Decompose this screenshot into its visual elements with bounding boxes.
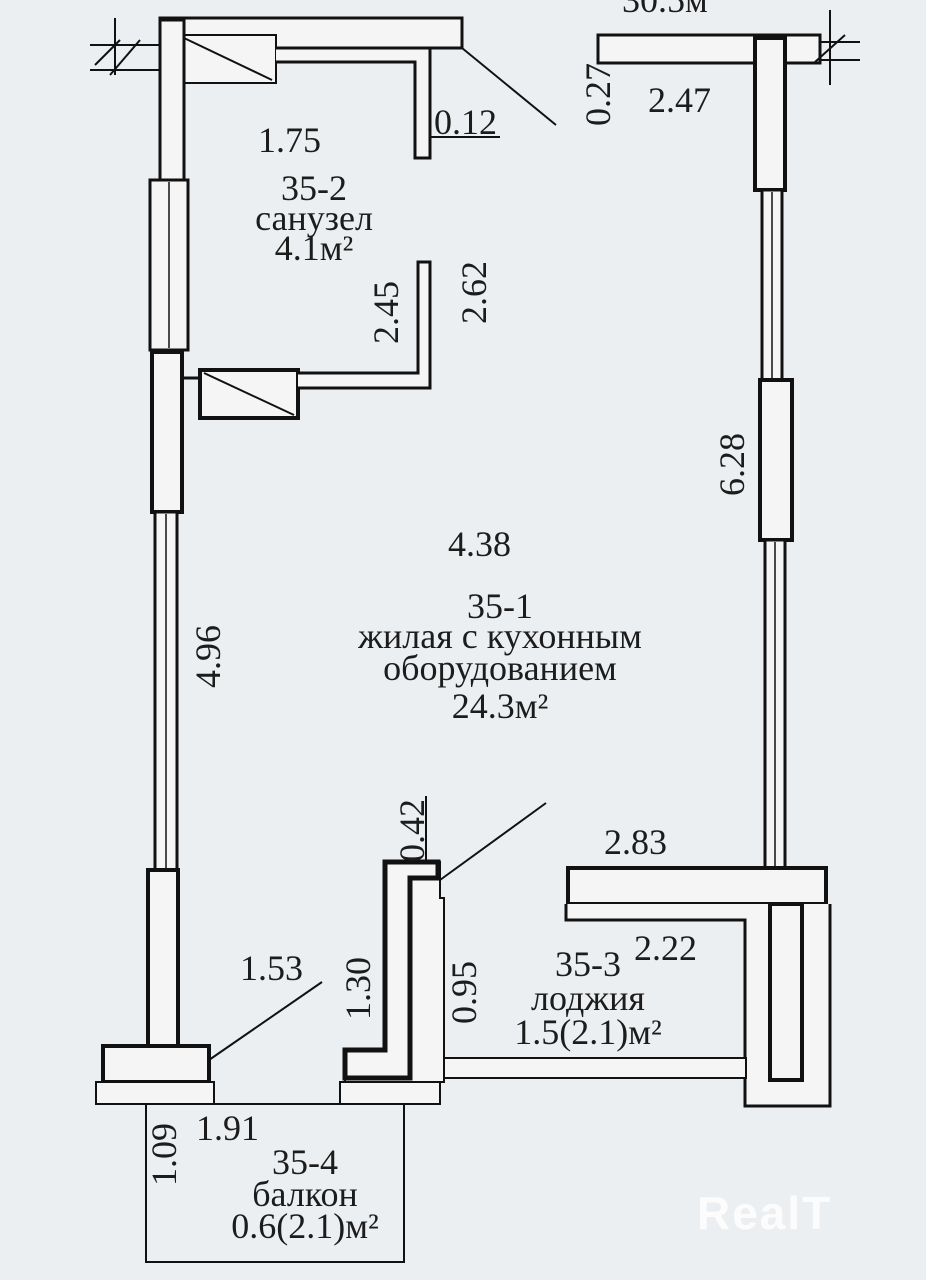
- room-name-living-2: оборудованием: [383, 648, 617, 688]
- bath-partition-top: [276, 46, 432, 160]
- balcony-slab: [145, 1103, 405, 1263]
- vent-shaft-hatch: [203, 372, 295, 416]
- dim-label: 1.91: [196, 1108, 259, 1148]
- wall-left-upper: [158, 18, 186, 182]
- room-area-loggia: 1.5(2.1)м²: [514, 1012, 662, 1052]
- loggia-inner-wall: [564, 904, 832, 1108]
- dim-label: 0.95: [444, 961, 484, 1024]
- dim-top-overall: 30.5м: [622, 0, 708, 20]
- balcony-sill: [95, 1081, 215, 1105]
- doorway-wall-inner: [342, 859, 441, 1081]
- leader-042: [439, 802, 547, 881]
- dim-label: 0.42: [392, 799, 432, 862]
- room-name-living-1: жилая с кухонным: [358, 616, 642, 656]
- room-area-living: 24.3м²: [451, 686, 549, 726]
- room-number-balcony: 35-4: [272, 1142, 338, 1182]
- dim-label: 0.12: [434, 102, 497, 142]
- bath-partition-bottom: [298, 260, 432, 390]
- room-name-bath: санузел: [255, 198, 373, 238]
- wall-left-mid: [150, 350, 184, 514]
- dim-label: 6.28: [712, 433, 752, 496]
- realt-watermark-logo: RealT: [697, 1187, 833, 1239]
- dim-label: 1.09: [144, 1123, 184, 1186]
- room-name-loggia: лоджия: [531, 978, 645, 1018]
- dim-label: 2.45: [366, 281, 406, 344]
- room-number-living: 35-1: [467, 586, 533, 626]
- wall-right-mid: [758, 378, 794, 542]
- dim-label: 2.83: [604, 822, 667, 862]
- leader-top: [461, 47, 557, 126]
- wall-left-lower: [146, 868, 180, 1050]
- dim-label: 2.62: [454, 261, 494, 324]
- dim-label: 1.75: [258, 120, 321, 160]
- room-number-loggia: 35-3: [555, 944, 621, 984]
- dim-label: 4.96: [188, 625, 228, 688]
- wall-top-left-hatch: [90, 18, 160, 76]
- balcony-wall: [101, 1044, 211, 1084]
- room-area-balcony: 0.6(2.1)м²: [231, 1206, 379, 1246]
- dim-label: 0.27: [578, 63, 618, 126]
- leader-153: [208, 981, 323, 1061]
- loggia-right-wall: [768, 902, 804, 1082]
- room-name-balcony: балкон: [252, 1174, 358, 1214]
- dim-label: 1.30: [338, 957, 378, 1020]
- dim-label: 4.38: [448, 524, 511, 564]
- loggia-top-wall: [566, 866, 828, 906]
- room-area-bath: 4.1м²: [274, 228, 354, 268]
- sill-left: [339, 1081, 441, 1105]
- dim-label: 2.47: [648, 80, 711, 120]
- room-number-bath: 35-2: [281, 168, 347, 208]
- loggia-front: [439, 1057, 747, 1079]
- dim-label: 2.22: [634, 928, 697, 968]
- wall-right-upper: [753, 36, 787, 192]
- wall-top-right-hatch: [814, 10, 860, 85]
- dim-label: 1.53: [240, 948, 303, 988]
- wall-hatch-1: [183, 37, 273, 81]
